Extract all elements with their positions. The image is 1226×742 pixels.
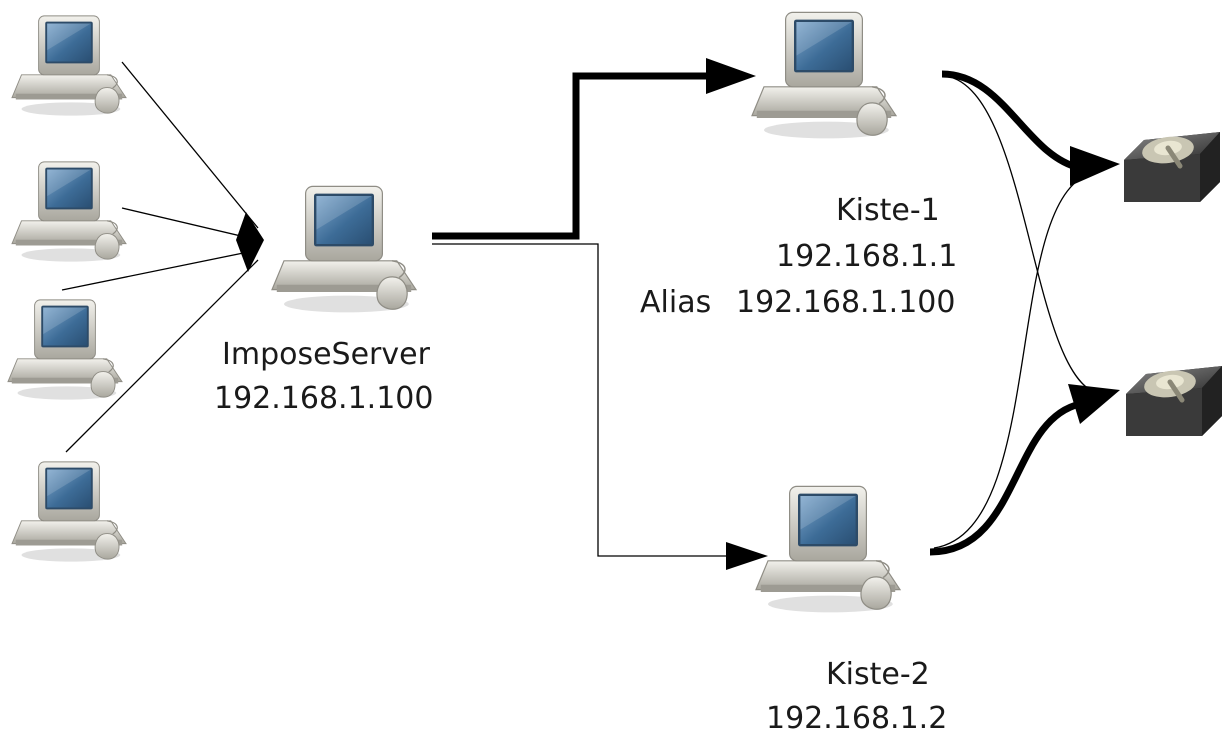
client-4-computer-icon: [11, 461, 127, 563]
client-link-3: [61, 249, 259, 291]
backup-route-arrowhead: [726, 542, 768, 570]
kiste2-disk2-arrowhead: [1068, 384, 1120, 424]
primary-route-line: [432, 72, 710, 240]
kiste2-ip-label: 192.168.1.2: [766, 701, 948, 736]
kiste1-disk1-link: [941, 70, 1081, 172]
disk-1-hard-disk-icon: [1124, 132, 1220, 202]
client-links: [61, 61, 259, 453]
kiste1-name-label: Kiste-1: [836, 193, 940, 228]
kiste2-disk2-link: [929, 400, 1081, 556]
kiste1-computer-icon: [751, 11, 897, 140]
server-name-label: ImposeServer: [222, 337, 430, 372]
kiste1-ip-label: 192.168.1.1: [776, 239, 958, 274]
client-1-computer-icon: [11, 15, 127, 117]
kiste2-computer-icon: [755, 485, 901, 614]
client-link-4: [65, 259, 259, 453]
kiste1-alias-label: Alias: [640, 285, 712, 320]
client-link-1: [121, 61, 259, 229]
kiste1-disk1-arrowhead: [1070, 146, 1120, 186]
kiste1-alias-ip-label: 192.168.1.100: [736, 285, 956, 320]
kiste1-disk2-link: [945, 75, 1101, 395]
backup-route-line: [432, 243, 730, 557]
kiste2-name-label: Kiste-2: [826, 657, 930, 692]
server-ip-label: 192.168.1.100: [214, 381, 434, 416]
kiste2-disk1-link: [933, 171, 1097, 549]
disk-2-hard-disk-icon: [1126, 366, 1222, 436]
client-3-computer-icon: [7, 299, 123, 401]
primary-route-arrowhead: [706, 58, 756, 94]
server-computer-icon: [271, 185, 417, 314]
client-link-2: [121, 207, 259, 241]
server-inbound-arrowhead: [236, 212, 264, 272]
client-2-computer-icon: [11, 161, 127, 263]
